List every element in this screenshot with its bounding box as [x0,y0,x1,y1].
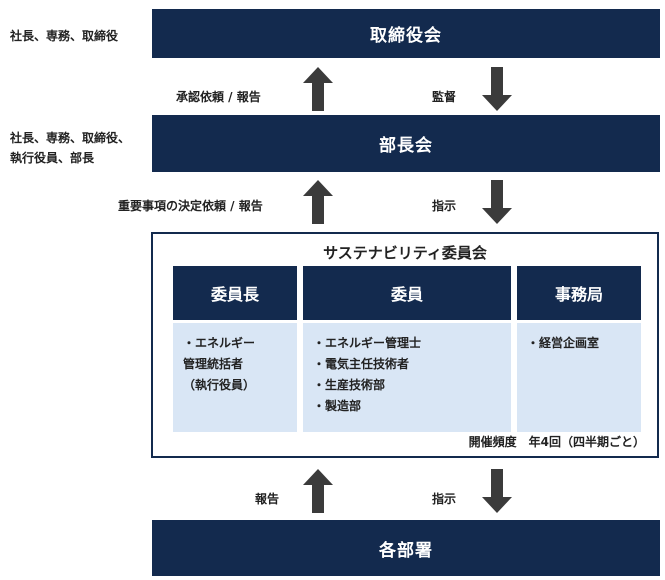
meeting-frequency: 開催頻度 年4回（四半期ごと） [468,435,645,449]
list-item: ・電気主任技術者 [313,357,410,371]
approval-report-label: 承認依頼 / 報告 [176,90,261,104]
list-item: （執行役員） [183,378,256,392]
up-arrow-icon [303,67,333,111]
departments-box: 各部署 [152,520,660,576]
committee-title: サステナビリティ委員会 [323,244,487,262]
board-members-label: 社長、専務、取締役 [10,26,118,46]
supervision-label: 監督 [432,90,457,104]
chair-body: ・エネルギー 管理統括者 （執行役員） [173,323,297,432]
list-item: ・経営企画室 [527,336,600,350]
chair-header: 委員長 [173,266,297,320]
members-header: 委員 [303,266,511,320]
departments-title: 各部署 [379,540,433,561]
down-arrow-icon [482,469,512,513]
members-header-text: 委員 [390,285,423,304]
dept-heads-title: 部長会 [379,136,433,156]
down-arrow-icon [482,67,512,111]
board-members-line: 社長、専務、取締役 [10,29,119,43]
chair-header-text: 委員長 [210,285,259,304]
list-item: ・製造部 [313,399,362,413]
up-arrow-icon [303,469,333,513]
up-arrow-icon [303,180,333,224]
instruction-label: 指示 [432,199,457,213]
list-item: ・生産技術部 [313,378,386,392]
members-body: ・エネルギー管理士 ・電気主任技術者 ・生産技術部 ・製造部 [303,323,511,432]
secretariat-body: ・経営企画室 [517,323,641,432]
sustainability-committee: サステナビリティ委員会 委員長 ・エネルギー 管理統括者 （執行役員） 委員 ・… [151,232,659,458]
report-label: 報告 [255,492,280,506]
dept-heads-members-label: 社長、専務、取締役、 執行役員、部長 [10,128,130,168]
down-arrow-icon [482,180,512,224]
dept-heads-members-line: 社長、専務、取締役、 [10,131,131,145]
list-item: 管理統括者 [183,357,244,371]
dept-heads-members-line: 執行役員、部長 [10,151,95,165]
dept-heads-box: 部長会 [152,115,660,172]
board-title: 取締役会 [370,26,442,46]
secretariat-header-text: 事務局 [554,285,603,304]
instruction-label: 指示 [432,492,457,506]
list-item: ・エネルギー管理士 [313,336,422,350]
secretariat-header: 事務局 [517,266,641,320]
board-box: 取締役会 [152,9,660,58]
list-item: ・エネルギー [183,336,256,350]
decision-request-label: 重要事項の決定依頼 / 報告 [118,199,263,213]
